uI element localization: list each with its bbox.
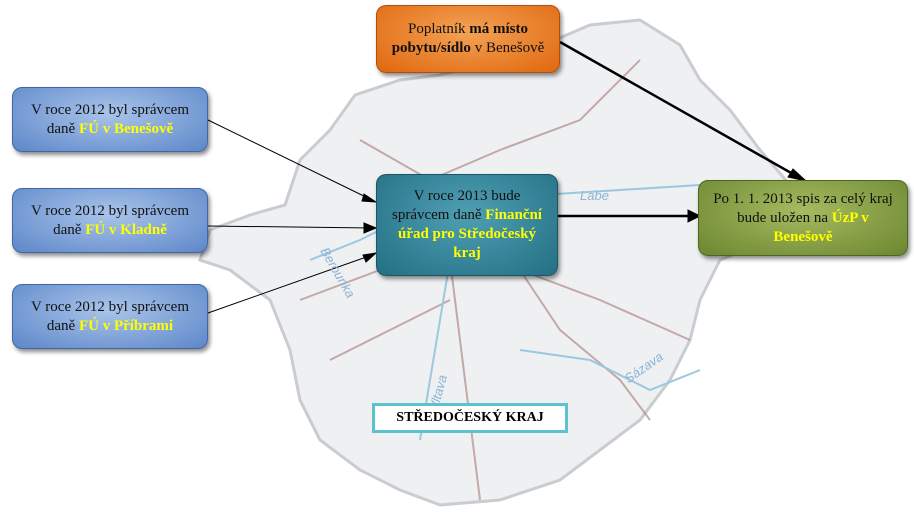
fu-pribram-box: V roce 2012 byl správcem daně FÚ v Příbr… (12, 284, 208, 349)
financni-urad-box: V roce 2013 bude správcem daně Finanční … (376, 174, 558, 276)
region-label: STŘEDOČESKÝ KRAJ (372, 403, 568, 433)
fu-kladno-box: V roce 2012 byl správcem daně FÚ v Kladn… (12, 188, 208, 253)
river-label-labe: Labe (580, 188, 609, 203)
taxpayer-box: Poplatník má místo pobytu/sídlo v Benešo… (376, 5, 560, 73)
fu-benesov-box: V roce 2012 byl správcem daně FÚ v Beneš… (12, 87, 208, 152)
uzp-benesov-box: Po 1. 1. 2013 spis za celý kraj bude ulo… (698, 180, 908, 256)
